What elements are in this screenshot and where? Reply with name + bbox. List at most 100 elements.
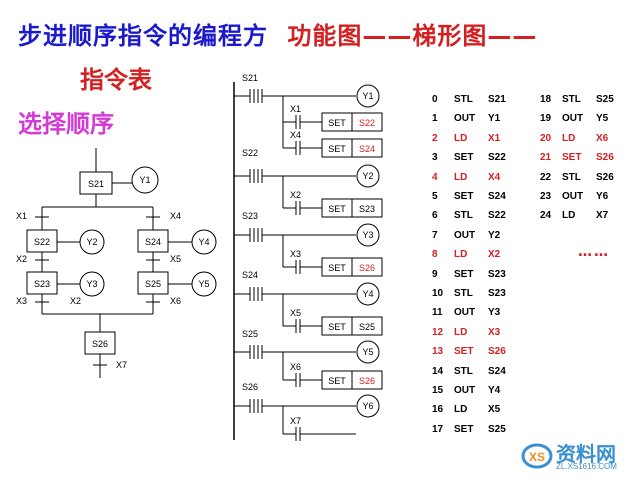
sfc-label-x4: X4	[170, 211, 181, 221]
instruction-step: 11	[432, 307, 443, 319]
title-part2: 功能图——梯形图——	[287, 22, 538, 50]
instruction-op: OUT	[454, 307, 476, 319]
instruction-arg: Y6	[596, 191, 609, 202]
sfc-label-y1: Y1	[139, 175, 150, 185]
ladder-set-1: SET	[328, 118, 346, 128]
instruction-op: LD	[454, 132, 468, 144]
instruction-step: 20	[540, 132, 552, 144]
sfc-label-x2b: X2	[70, 296, 81, 306]
watermark-text: 资料网	[556, 442, 616, 466]
ladder-label-s26: S26	[242, 382, 258, 392]
sfc-label-x7: X7	[116, 360, 127, 370]
instruction-op: STL	[454, 210, 473, 222]
ladder-target-s24: S24	[359, 144, 375, 154]
instruction-step: 12	[432, 326, 444, 338]
ladder-label-y3: Y3	[362, 230, 373, 240]
instruction-step: 23	[540, 191, 552, 202]
ladder-target-s26-a: S26	[359, 263, 375, 273]
instruction-step: 18	[540, 94, 552, 105]
sfc-label-s21: S21	[88, 179, 104, 189]
sfc-label-s25: S25	[145, 279, 161, 289]
instruction-arg: X7	[596, 210, 609, 222]
ladder-label-x2: X2	[290, 190, 301, 200]
slide-subtitle: 选择顺序	[18, 110, 114, 138]
sfc-label-x6: X6	[170, 296, 181, 306]
sfc-label-s26: S26	[92, 339, 108, 349]
instruction-op: SET	[454, 268, 474, 280]
ladder-set-5: SET	[328, 322, 346, 332]
ladder-label-s25: S25	[242, 329, 258, 339]
ladder-set-2: SET	[328, 144, 346, 154]
instruction-arg: S21	[488, 94, 506, 105]
instruction-row: 11 OUT Y3	[432, 307, 500, 318]
instruction-arg: Y3	[488, 307, 501, 319]
ladder-set-3: SET	[328, 204, 346, 214]
instruction-step: 24	[540, 210, 552, 222]
instruction-step: 19	[540, 113, 552, 125]
ladder-label-s21: S21	[242, 73, 258, 83]
ladder-label-s22: S22	[242, 148, 258, 158]
instruction-arg: S24	[488, 191, 506, 202]
instruction-step: 2	[432, 132, 438, 144]
instruction-arg: X6	[596, 132, 609, 144]
instruction-step: 16	[432, 404, 444, 416]
instruction-arg: S26	[596, 152, 614, 164]
instruction-op: LD	[562, 210, 576, 222]
instruction-arg: S25	[488, 423, 506, 435]
slide-title-line2: 指令表	[80, 66, 152, 94]
instruction-op: STL	[562, 94, 581, 105]
instruction-op: SET	[454, 423, 474, 435]
instruction-step: 7	[432, 229, 438, 241]
ladder-label-y4: Y4	[362, 289, 373, 299]
ladder-target-s26-b: S26	[359, 376, 375, 386]
ladder-set-6: SET	[328, 376, 346, 386]
instruction-step: 0	[432, 94, 438, 105]
instruction-step: 6	[432, 210, 438, 222]
ladder-target-s25: S25	[359, 322, 375, 332]
instruction-arg: X4	[488, 171, 501, 183]
instruction-op: SET	[562, 152, 582, 164]
instruction-op: OUT	[454, 113, 476, 125]
instruction-step: 13	[432, 346, 444, 358]
ladder-label-x5: X5	[290, 308, 301, 318]
instruction-op: STL	[454, 94, 473, 105]
ladder-diagram: S21 Y1 X1 SET S22 X4 SET S24 S22 Y2 X2	[233, 73, 383, 441]
ladder-target-s22: S22	[359, 118, 375, 128]
instruction-step: 9	[432, 268, 438, 280]
instruction-arg: S22	[488, 152, 506, 164]
ladder-target-s23: S23	[359, 204, 375, 214]
ladder-label-x1: X1	[290, 104, 301, 114]
instruction-arg: X2	[488, 249, 501, 261]
instruction-op: OUT	[562, 113, 584, 125]
ladder-label-x3: X3	[290, 249, 301, 259]
sfc-label-s24: S24	[145, 237, 161, 247]
watermark: XS 资料网 ZL.XS1616.COM	[520, 434, 636, 476]
slide-title: 步进顺序指令的编程方 功能图——梯形图——	[18, 16, 537, 51]
sfc-label-s22: S22	[34, 237, 50, 247]
ladder-set-4: SET	[328, 263, 346, 273]
instruction-step: 3	[432, 152, 438, 164]
sfc-label-y3: Y3	[86, 279, 97, 289]
instruction-op: OUT	[454, 385, 476, 396]
sfc-label-x1: X1	[16, 211, 27, 221]
watermark-logo-icon: XS	[521, 443, 553, 469]
ladder-label-s24: S24	[242, 270, 258, 280]
